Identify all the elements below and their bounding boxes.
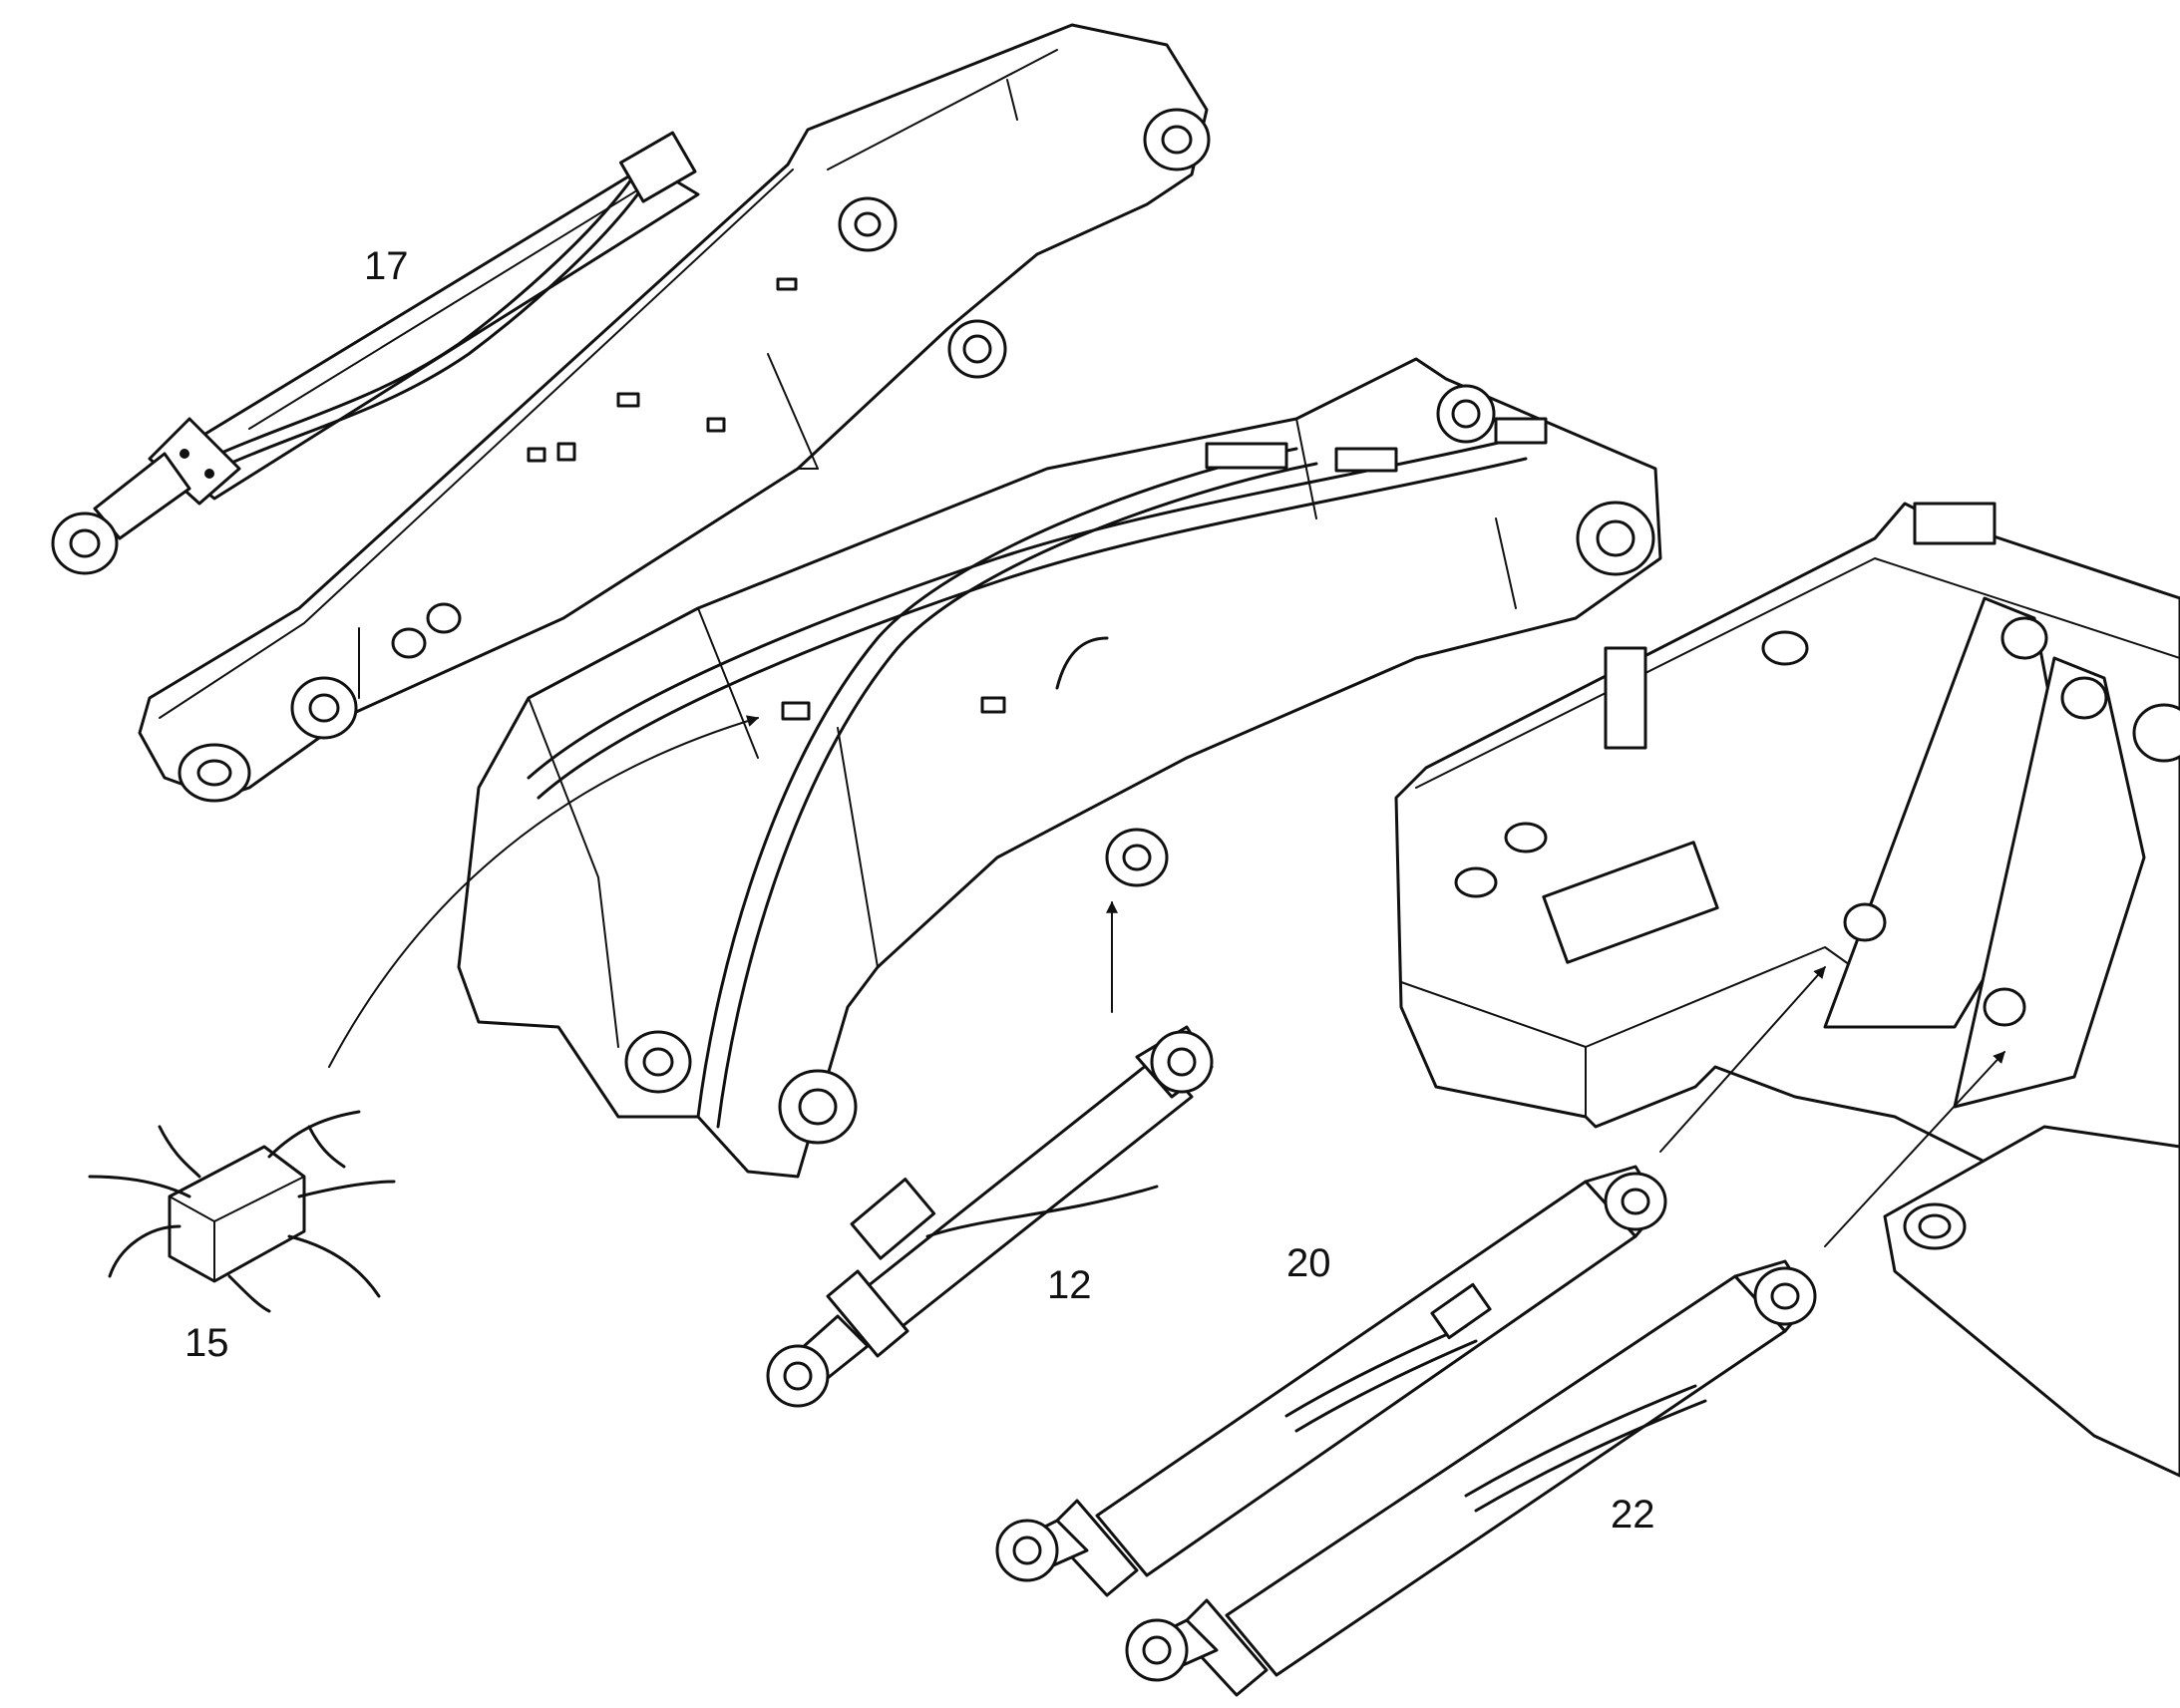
cylinder-20 xyxy=(995,1165,1667,1597)
valve-block-15 xyxy=(88,1110,396,1313)
callout-17: 17 xyxy=(364,244,409,288)
callout-22: 22 xyxy=(1611,1493,1655,1537)
upper-frame xyxy=(1394,502,2180,1478)
arm-cylinder-17 xyxy=(51,131,700,575)
leader-lines xyxy=(328,715,2005,1247)
boom-cylinder-12 xyxy=(766,1025,1214,1408)
callout-12: 12 xyxy=(1047,1263,1092,1307)
boom-assembly xyxy=(457,357,1662,1179)
callout-20: 20 xyxy=(1286,1241,1331,1285)
arm-assembly xyxy=(138,23,1211,803)
callout-15: 15 xyxy=(184,1321,229,1365)
cylinder-22 xyxy=(1125,1259,1817,1697)
